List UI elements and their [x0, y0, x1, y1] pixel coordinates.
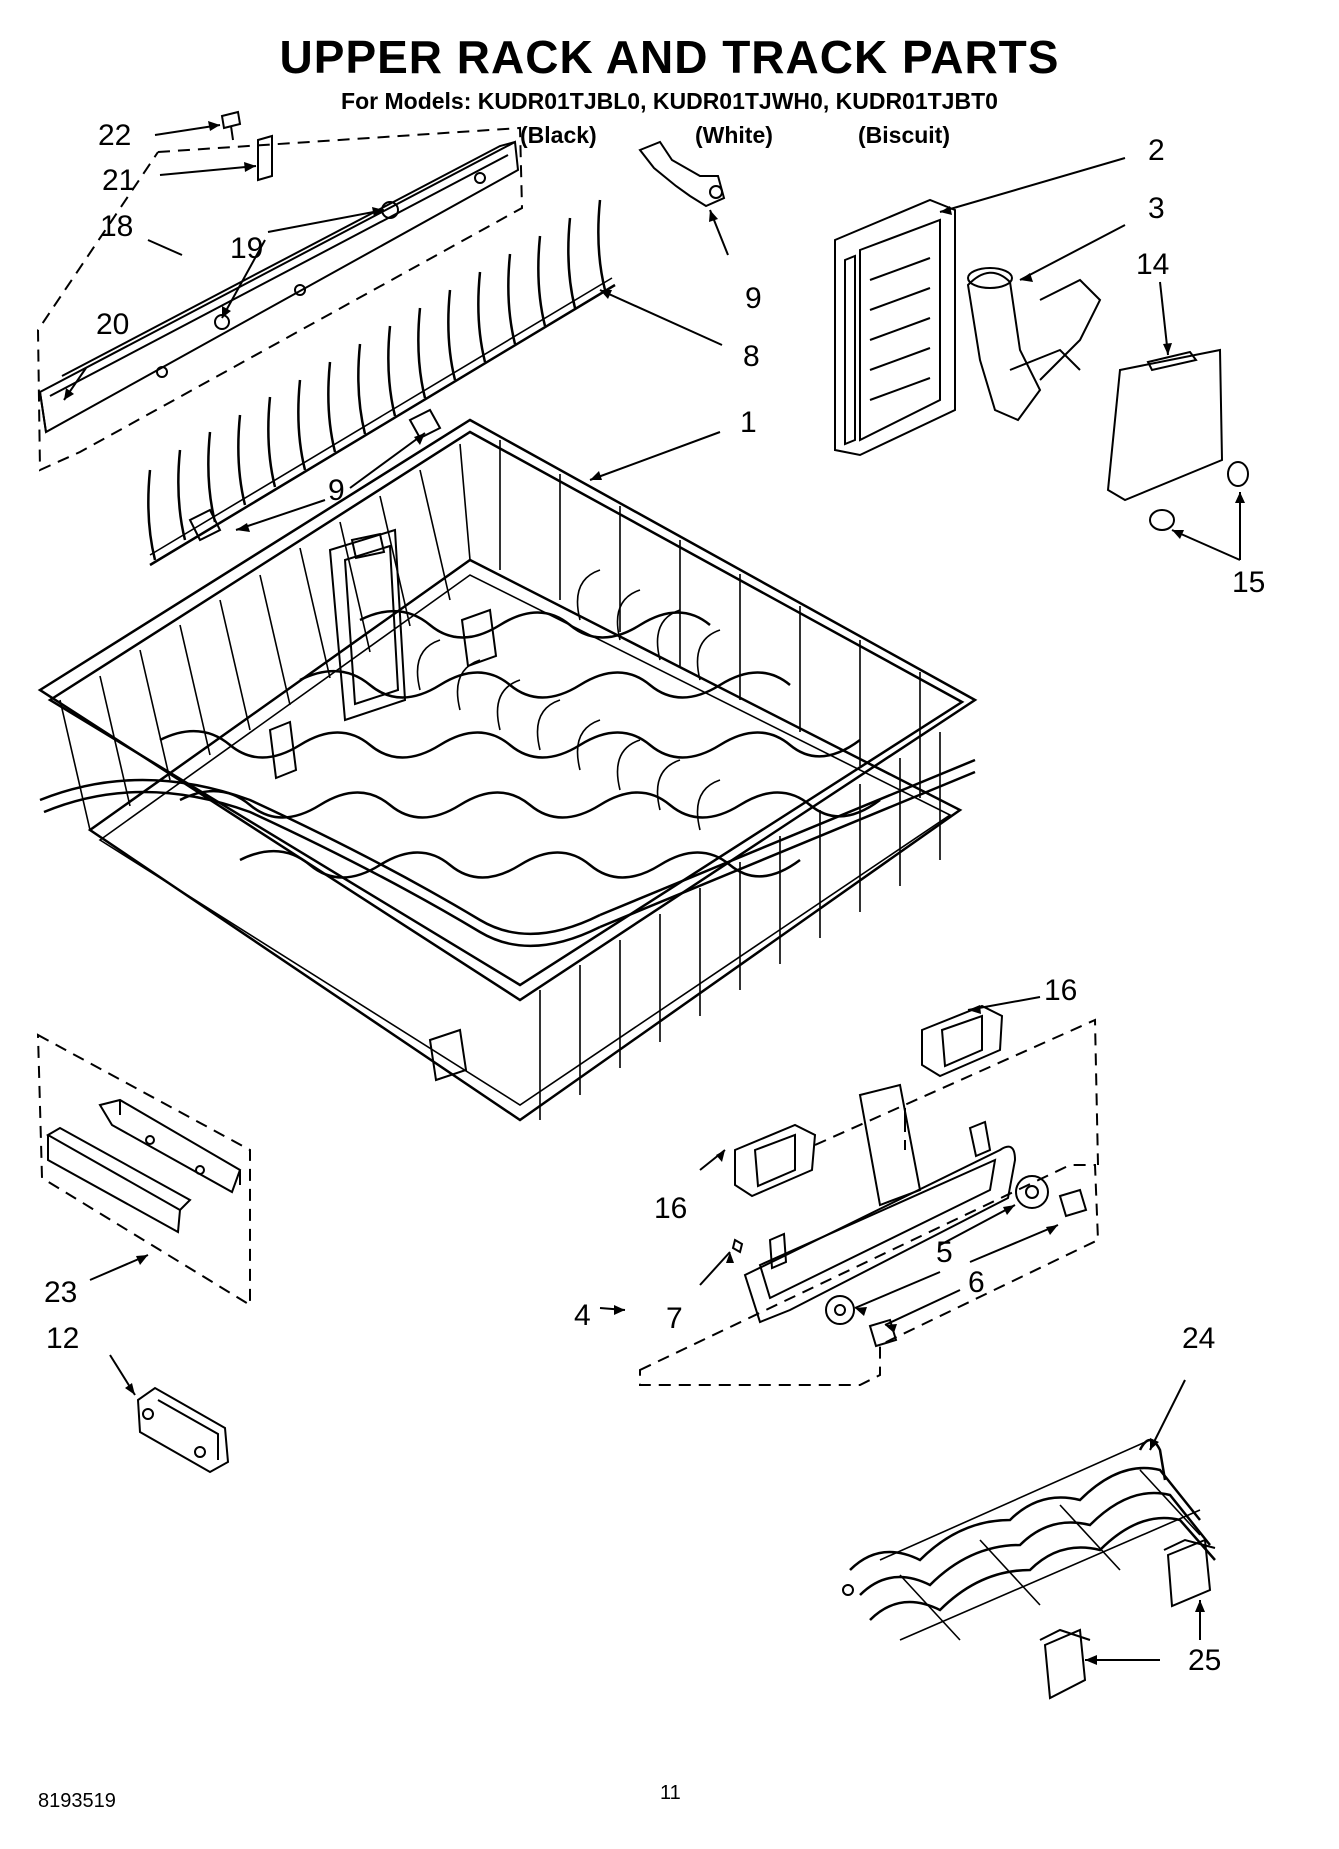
- callout-22: 22: [98, 119, 131, 152]
- callout-1: 1: [740, 406, 757, 439]
- callout-16-left: 16: [654, 1192, 687, 1225]
- callout-24: 24: [1182, 1322, 1215, 1355]
- tine-row-part-8: [147, 199, 616, 567]
- callout-8: 8: [743, 340, 760, 373]
- clip-part-9: [638, 140, 726, 208]
- callout-23: 23: [44, 1276, 77, 1309]
- callout-16-right: 16: [1044, 974, 1077, 1007]
- callout-7: 7: [666, 1302, 683, 1335]
- upper-rack-part-1: [37, 418, 978, 1122]
- clip-part-25: [1039, 1538, 1216, 1700]
- callout-18: 18: [100, 210, 133, 243]
- callout-4: 4: [574, 1299, 591, 1332]
- document-number: 8193519: [38, 1790, 116, 1812]
- cup-shelf-part-24: [842, 1438, 1216, 1641]
- callout-9-top: 9: [745, 282, 762, 315]
- callout-19: 19: [230, 232, 263, 265]
- rack-adjuster-assembly: [834, 198, 1249, 531]
- callout-21: 21: [102, 164, 135, 197]
- callout-6: 6: [968, 1266, 985, 1299]
- color-label-biscuit: (Biscuit): [858, 122, 950, 148]
- callout-12: 12: [46, 1322, 79, 1355]
- callout-2: 2: [1148, 134, 1165, 167]
- callout-numbers: 22 21 18 19 20 9 8 1 9 2 3 14 15 16 16 5…: [44, 119, 1265, 1677]
- track-assembly-group-4: [639, 1004, 1100, 1386]
- rail-assembly-group: [36, 110, 524, 472]
- callout-25: 25: [1188, 1644, 1221, 1677]
- callout-5: 5: [936, 1236, 953, 1269]
- callout-14: 14: [1136, 248, 1169, 281]
- page-number: 11: [660, 1782, 681, 1804]
- callout-3: 3: [1148, 192, 1165, 225]
- page-title: UPPER RACK AND TRACK PARTS: [279, 31, 1060, 83]
- models-line: For Models: KUDR01TJBL0, KUDR01TJWH0, KU…: [341, 88, 998, 114]
- color-label-black: (Black): [520, 122, 597, 148]
- rack-stop-part-12: [136, 1386, 230, 1474]
- callout-9-rack: 9: [328, 474, 345, 507]
- callout-20: 20: [96, 308, 129, 341]
- color-label-white: (White): [695, 122, 773, 148]
- callout-15: 15: [1232, 566, 1265, 599]
- trim-group-part-23: [36, 1033, 251, 1307]
- arrowheads: [64, 121, 1245, 1665]
